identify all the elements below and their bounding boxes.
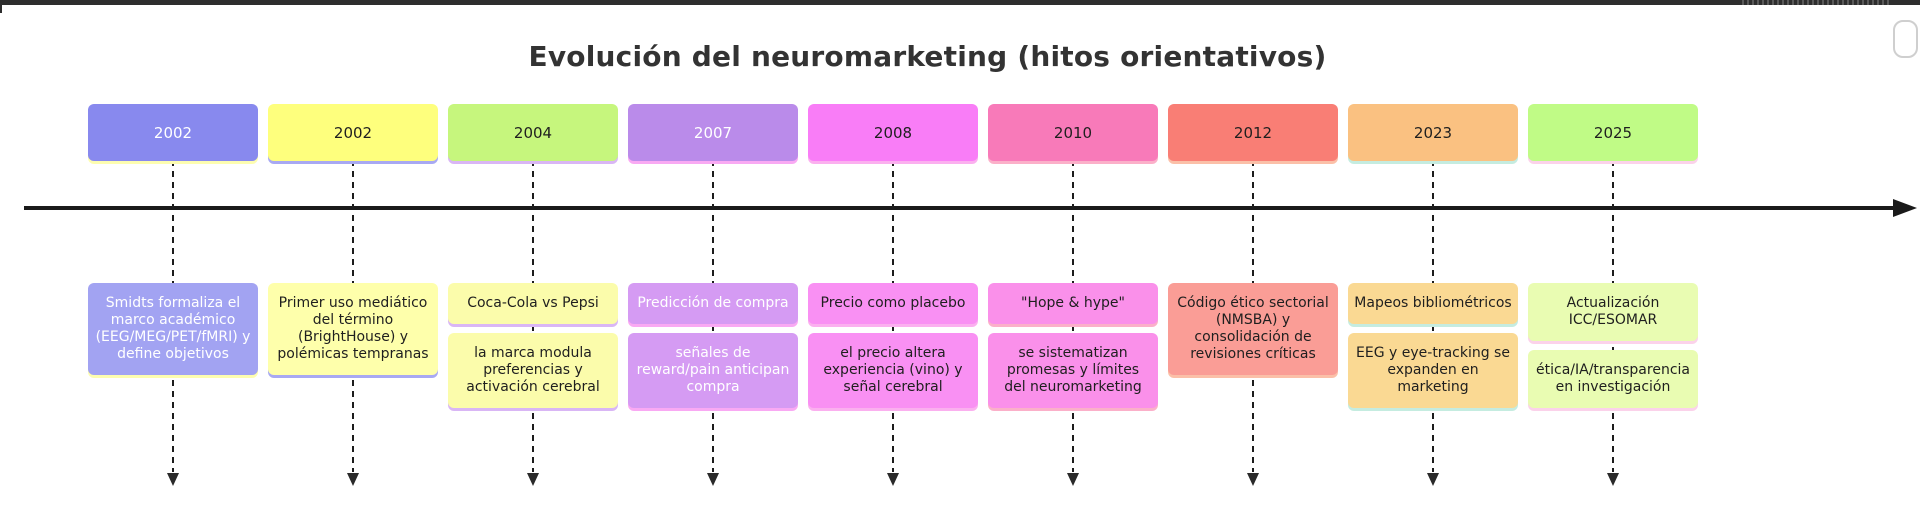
period-year-box: 2010 xyxy=(988,104,1158,161)
event-stack: "Hope & hype" se sistematizan promesas y … xyxy=(988,283,1158,408)
event-box: "Hope & hype" xyxy=(988,283,1158,324)
period-year-box: 2008 xyxy=(808,104,978,161)
event-stack: Predicción de compra señales de reward/pa… xyxy=(628,283,798,408)
connector-arrowhead-icon xyxy=(167,473,179,486)
event-box: Mapeos bibliométricos xyxy=(1348,283,1518,324)
connector-arrowhead-icon xyxy=(707,473,719,486)
event-stack: Código ético sectorial (NMSBA) y consoli… xyxy=(1168,283,1338,375)
period-year-box: 2004 xyxy=(448,104,618,161)
event-box: Predicción de compra xyxy=(628,283,798,324)
event-box: ética/IA/transparencia en investigación xyxy=(1528,350,1698,408)
timeline-column: 2010 "Hope & hype" se sistematizan promesa… xyxy=(988,0,1158,525)
period-year-box: 2023 xyxy=(1348,104,1518,161)
connector-arrowhead-icon xyxy=(527,473,539,486)
window-left-border xyxy=(0,0,2,13)
connector-arrowhead-icon xyxy=(1427,473,1439,486)
event-stack: Coca-Cola vs Pepsi la marca modula prefer… xyxy=(448,283,618,408)
event-box: Precio como placebo xyxy=(808,283,978,324)
timeline-axis-arrowhead-icon xyxy=(1893,199,1917,217)
diagram-title: Evolución del neuromarketing (hitos orie… xyxy=(528,40,1327,73)
event-box: Smidts formaliza el marco académico (EEG… xyxy=(88,283,258,375)
event-box: se sistematizan promesas y límites del n… xyxy=(988,333,1158,408)
event-box: Código ético sectorial (NMSBA) y consoli… xyxy=(1168,283,1338,375)
event-box: la marca modula preferencias y activació… xyxy=(448,333,618,408)
window-top-border xyxy=(0,0,1920,5)
connector-arrowhead-icon xyxy=(1247,473,1259,486)
event-stack: Precio como placebo el precio altera expe… xyxy=(808,283,978,408)
timeline-axis xyxy=(24,206,1896,210)
period-year-box: 2012 xyxy=(1168,104,1338,161)
connector-arrowhead-icon xyxy=(1607,473,1619,486)
event-box: Coca-Cola vs Pepsi xyxy=(448,283,618,324)
period-year-box: 2002 xyxy=(268,104,438,161)
event-box: EEG y eye-tracking se expanden en market… xyxy=(1348,333,1518,408)
connector-arrowhead-icon xyxy=(347,473,359,486)
period-year-box: 2002 xyxy=(88,104,258,161)
period-year-box: 2025 xyxy=(1528,104,1698,161)
event-stack: Actualización ICC/ESOMAR ética/IA/transpa… xyxy=(1528,283,1698,408)
event-stack: Smidts formaliza el marco académico (EEG… xyxy=(88,283,258,375)
event-box: Primer uso mediático del término (Bright… xyxy=(268,283,438,375)
connector-arrowhead-icon xyxy=(887,473,899,486)
connector-arrowhead-icon xyxy=(1067,473,1079,486)
scrollbar-thumb[interactable] xyxy=(1893,20,1918,58)
event-box: señales de reward/pain anticipan compra xyxy=(628,333,798,408)
event-box: Actualización ICC/ESOMAR xyxy=(1528,283,1698,341)
event-stack: Primer uso mediático del término (Bright… xyxy=(268,283,438,375)
period-year-box: 2007 xyxy=(628,104,798,161)
window-top-border-fragment xyxy=(1742,0,1892,5)
event-box: el precio altera experiencia (vino) y se… xyxy=(808,333,978,408)
